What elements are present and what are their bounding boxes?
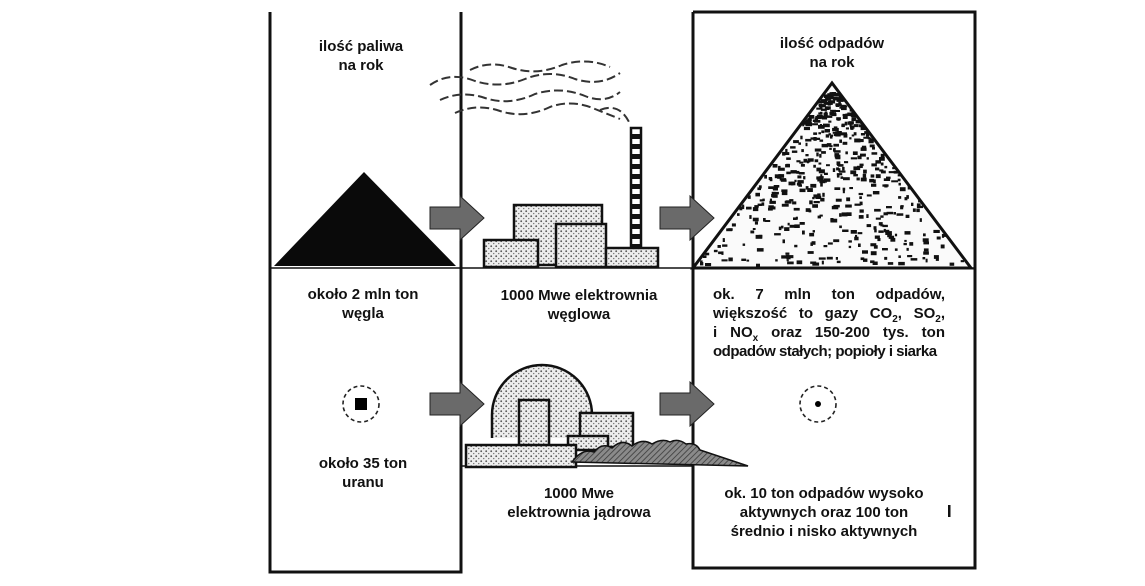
coal-pile-icon — [274, 172, 456, 266]
arrow-fuel-to-coal-plant — [429, 194, 485, 242]
nuclear-power-plant-icon — [464, 363, 749, 469]
arrow-nuclear-plant-to-waste — [659, 380, 715, 428]
arrow-coal-plant-to-waste — [659, 194, 715, 242]
left-panel-frame — [268, 12, 463, 574]
right-panel-frame — [691, 10, 977, 570]
nuclear-waste-pellet-icon — [799, 385, 837, 423]
uranium-pellet-icon — [342, 385, 380, 423]
smoke-cloud-icon — [429, 60, 631, 125]
coal-waste-label: ok. 7 mln ton odpadów, większość to gazy… — [713, 286, 945, 360]
coal-power-plant-icon — [482, 126, 660, 269]
edge-mark — [948, 505, 951, 517]
arrow-fuel-to-nuclear-plant — [429, 380, 485, 428]
waste-pile-icon — [689, 80, 975, 270]
